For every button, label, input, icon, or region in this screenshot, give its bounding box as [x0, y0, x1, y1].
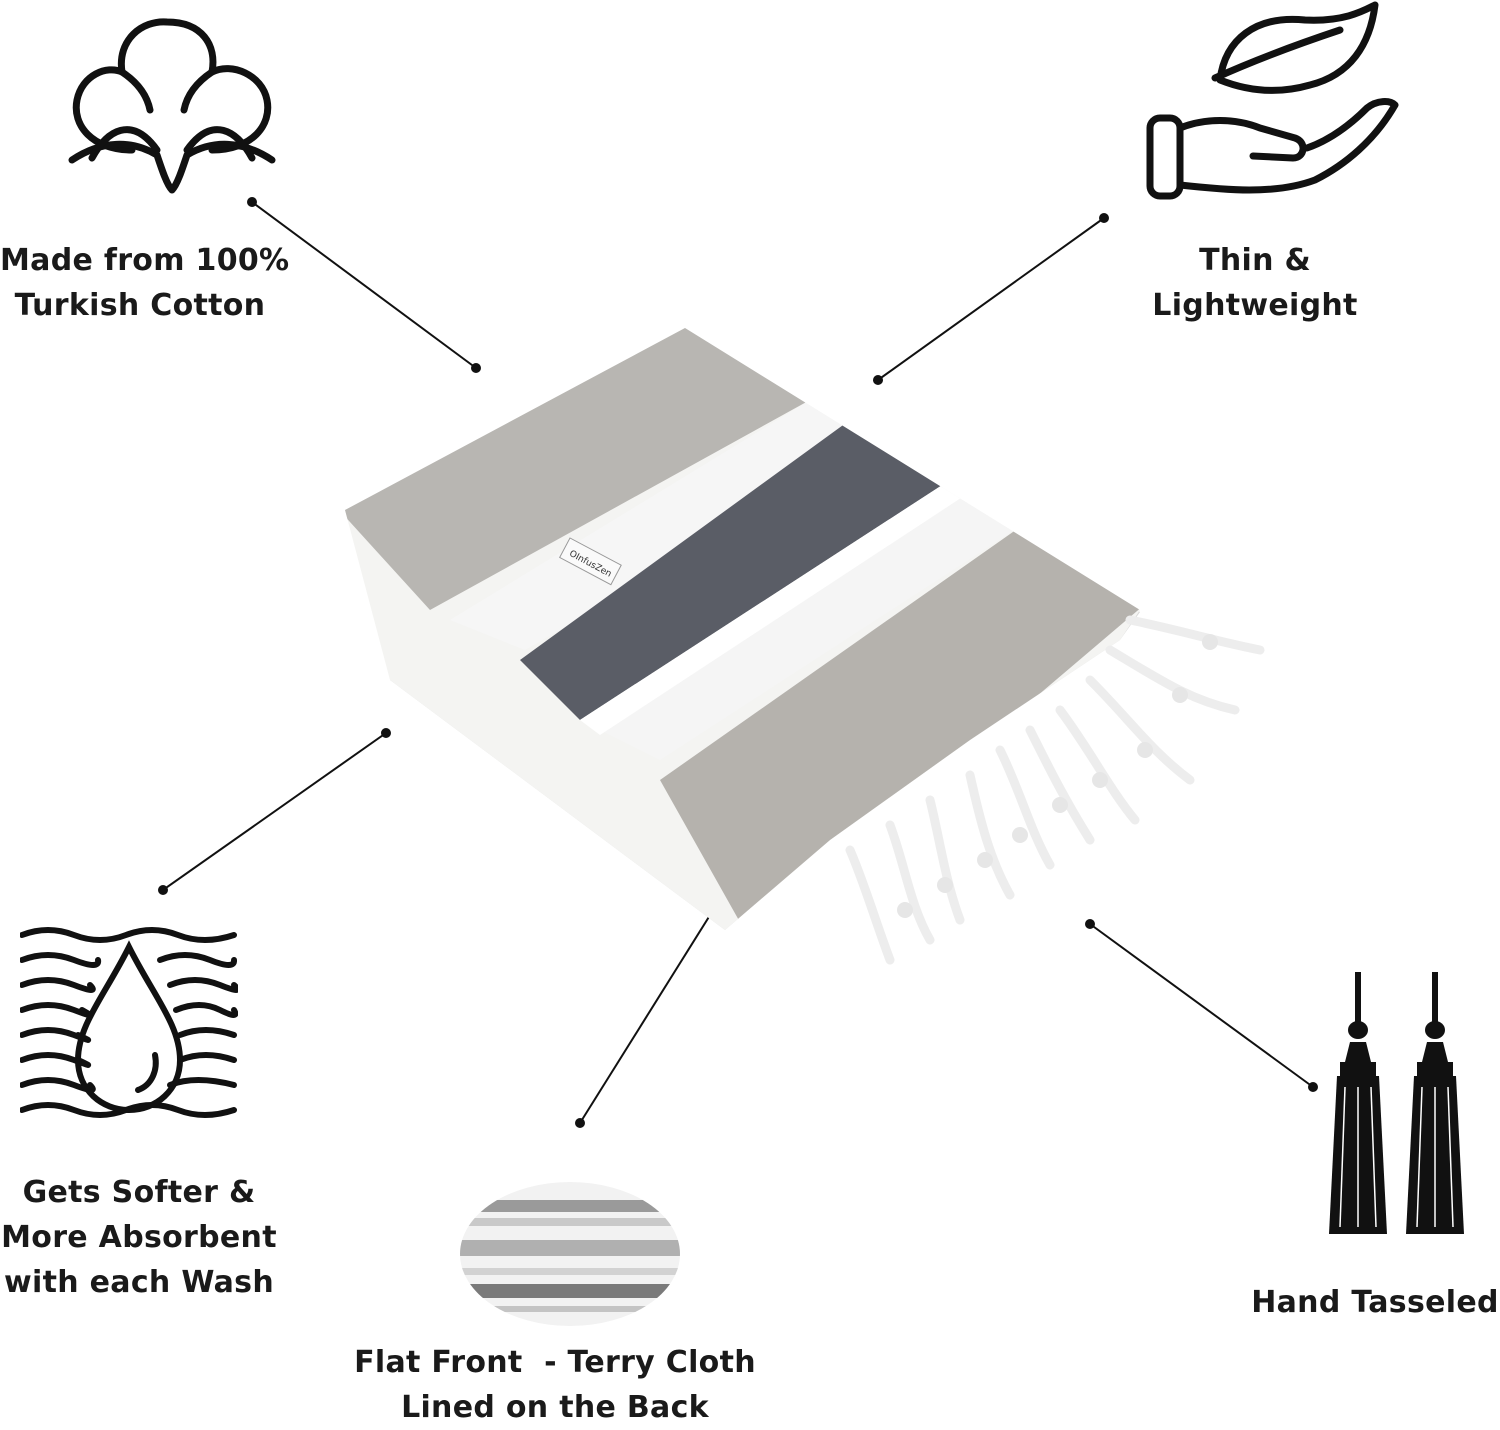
feature-label-line: Flat Front - Terry Cloth — [354, 1345, 756, 1380]
feature-label-line: Made from 100% — [0, 243, 290, 278]
product-towel-image — [345, 328, 1265, 965]
feature-label-cotton: Made from 100% Turkish Cotton — [0, 238, 290, 328]
terry-cloth-swatch — [460, 1182, 680, 1326]
feature-label-line: Hand Tasseled — [1251, 1285, 1499, 1320]
tassel-icon — [1329, 972, 1464, 1234]
feature-label-absorbent: Gets Softer & More Absorbent with each W… — [0, 1170, 278, 1305]
feature-label-line: Turkish Cotton — [14, 288, 266, 323]
feature-label-line: More Absorbent — [1, 1220, 277, 1255]
feature-label-line: Lined on the Back — [401, 1390, 709, 1425]
feature-label-line: with each Wash — [4, 1265, 274, 1300]
feature-label-line: Thin & — [1199, 243, 1311, 278]
feature-label-flat-front: Flat Front - Terry Cloth Lined on the Ba… — [345, 1340, 765, 1430]
feature-label-line: Lightweight — [1152, 288, 1358, 323]
feature-label-tasseled: Hand Tasseled — [1240, 1280, 1500, 1325]
feature-label-lightweight: Thin & Lightweight — [1120, 238, 1390, 328]
leaf-in-hand-icon — [1146, 1, 1399, 200]
water-drop-waves-icon — [20, 927, 238, 1118]
feature-label-line: Gets Softer & — [22, 1175, 256, 1210]
cotton-flower-icon — [68, 18, 276, 194]
